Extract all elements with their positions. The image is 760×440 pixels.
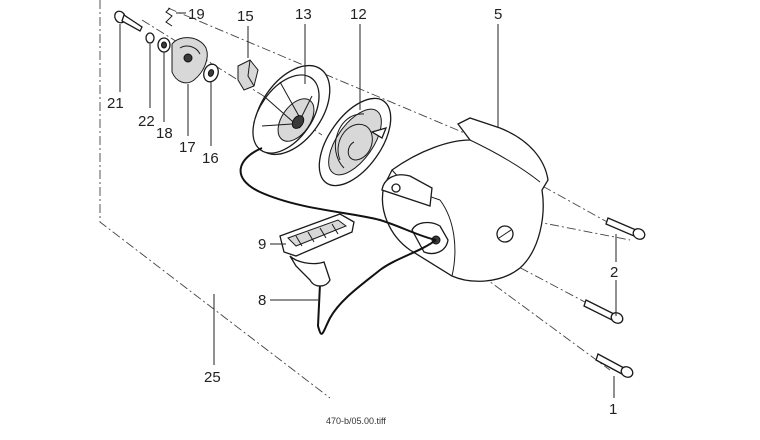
screw-2-upper	[605, 217, 646, 240]
callout-19: 19	[188, 6, 205, 23]
washer	[203, 63, 219, 83]
callout-18: 18	[156, 125, 173, 142]
callout-21: 21	[107, 95, 124, 112]
small-washer	[145, 32, 155, 44]
callout-17: 17	[179, 139, 196, 156]
callout-9: 9	[258, 236, 266, 253]
screw-2-lower	[583, 299, 624, 324]
callout-2: 2	[610, 264, 618, 281]
nut	[157, 37, 171, 53]
callout-12: 12	[350, 6, 367, 23]
starter-handle	[279, 213, 355, 287]
pawl-carrier	[171, 37, 208, 84]
callout-8: 8	[258, 292, 266, 309]
leader-lines	[119, 12, 617, 398]
pawl	[237, 59, 259, 91]
callout-labels: 19 15 13 12 5 21 22 18 17 16 9 8 2 25 1	[107, 6, 618, 418]
rewind-spring	[318, 97, 392, 187]
screw-1	[595, 353, 634, 378]
callout-15: 15	[237, 8, 254, 25]
callout-25: 25	[204, 369, 221, 386]
spring-clip	[165, 7, 173, 27]
starter-housing	[381, 117, 549, 282]
callout-13: 13	[295, 6, 312, 23]
screw-21	[114, 10, 143, 32]
callout-16: 16	[202, 150, 219, 167]
rope-pulley	[252, 64, 331, 156]
starter-rope	[239, 147, 437, 335]
callout-1: 1	[609, 401, 617, 418]
file-name-label: 470-b/05.00.tiff	[326, 416, 386, 426]
callout-5: 5	[494, 6, 502, 23]
callout-22: 22	[138, 113, 155, 130]
assembly-boundary	[99, 0, 501, 399]
